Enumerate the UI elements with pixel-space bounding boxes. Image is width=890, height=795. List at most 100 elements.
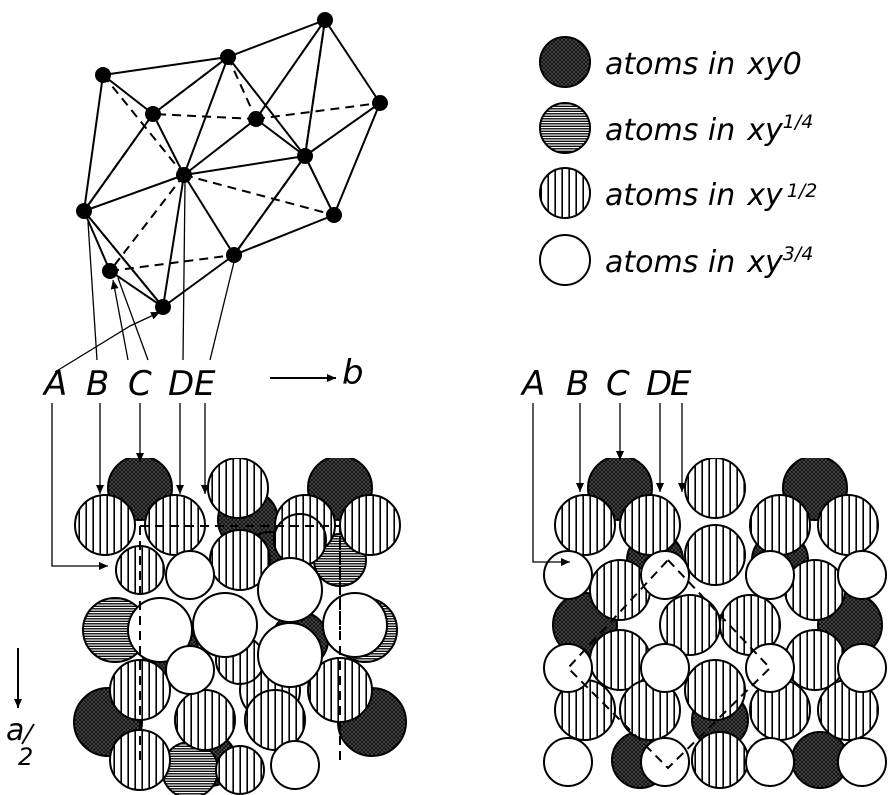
network-bond [102, 56, 229, 76]
legend-swatch-horizontal [539, 102, 591, 154]
network-bond [324, 19, 381, 104]
left-packing-diagram [73, 458, 407, 795]
network-bond [255, 19, 326, 120]
network-atom [176, 167, 192, 183]
label-D: D [168, 364, 194, 404]
network-bond [227, 56, 306, 157]
atom-xy1-2 [554, 494, 616, 556]
network-bond [333, 102, 381, 216]
atom-xy3-4 [165, 550, 215, 600]
b-axis: b [270, 353, 364, 393]
right-packing-diagram [543, 458, 887, 789]
atom-xy3-4 [543, 550, 593, 600]
label-A: A [520, 364, 545, 404]
atom-xy1-2 [339, 494, 401, 556]
legend-swatch-open [539, 234, 591, 286]
network-atom [317, 12, 333, 28]
atom-xy3-4 [745, 550, 795, 600]
atom-xy1-2 [74, 494, 136, 556]
atom-xy1-2 [619, 494, 681, 556]
atom-xy3-4 [270, 740, 320, 790]
network-atom [145, 106, 161, 122]
atom-xy1-2 [749, 494, 811, 556]
atom-xy1-2 [817, 494, 879, 556]
atom-xy1-2 [684, 659, 746, 721]
network-bond [102, 74, 154, 115]
atom-xy3-4 [257, 622, 323, 688]
b-axis-label: b [342, 353, 364, 393]
atom-xy3-4 [640, 643, 690, 693]
atom-xy3-4 [165, 645, 215, 695]
network-dashed-bond [102, 74, 185, 176]
network-atom [226, 247, 242, 263]
network-dashed-bond [227, 56, 257, 120]
right-packing-leader-lines [532, 403, 686, 566]
a-axis: a 2 [6, 648, 35, 771]
network-bond [152, 113, 185, 176]
network-dashed-bond [83, 210, 164, 308]
atom-xy1-2 [784, 629, 846, 691]
atom-xy1-2 [109, 659, 171, 721]
legend-swatch-vertical [539, 167, 591, 219]
label-E: E [194, 364, 216, 404]
atom-xy3-4 [257, 557, 323, 623]
a-axis-denominator: 2 [18, 743, 33, 771]
right-labels: A B C D E [520, 364, 692, 404]
network-bond [304, 155, 335, 216]
network-bond [109, 270, 164, 308]
atom-xy3-4 [837, 737, 887, 787]
a-axis-label: a [6, 713, 24, 748]
left-packing-leader-lines [51, 403, 209, 570]
network-dashed-bond [109, 254, 235, 272]
network-bond [255, 118, 306, 157]
network-dashed-bond [255, 102, 381, 120]
atom-xy3-4 [127, 597, 193, 663]
network-bond [304, 102, 381, 157]
label-A: A [42, 364, 67, 404]
network-bond [183, 118, 257, 176]
atom-xy3-4 [837, 550, 887, 600]
network-bond [162, 174, 185, 308]
network-bond [83, 210, 111, 272]
label-B: B [566, 364, 589, 404]
network-dashed-bond [233, 155, 306, 256]
network-bond [83, 174, 185, 212]
network-dashed-bond [152, 56, 229, 115]
unit-cell-outline [566, 558, 772, 770]
network-atom [372, 95, 388, 111]
atom-xy3-4 [543, 643, 593, 693]
left-labels: A B C D E [42, 364, 216, 404]
network-bond [83, 74, 104, 212]
atom-xy1-2 [684, 524, 746, 586]
atom-xy3-4 [192, 592, 258, 658]
label-E: E [670, 364, 692, 404]
projection-network [76, 12, 388, 315]
atom-xy1-2 [691, 731, 749, 789]
atom-xy3-4 [745, 737, 795, 787]
unit-cell-outline [139, 525, 341, 760]
label-D: D [646, 364, 672, 404]
network-dashed-bond [183, 174, 335, 216]
network-bond [183, 174, 235, 256]
network-bond [227, 19, 326, 58]
network-dashed-bond [83, 113, 154, 212]
network-atom [297, 148, 313, 164]
atom-xy1-2 [207, 458, 269, 519]
network-bond [183, 155, 306, 176]
atom-xy3-4 [837, 643, 887, 693]
atom-xy3-4 [640, 737, 690, 787]
atom-xy1-2 [684, 458, 746, 519]
network-bond [233, 214, 335, 256]
network-dashed-bond [109, 174, 185, 272]
network-atom [95, 67, 111, 83]
